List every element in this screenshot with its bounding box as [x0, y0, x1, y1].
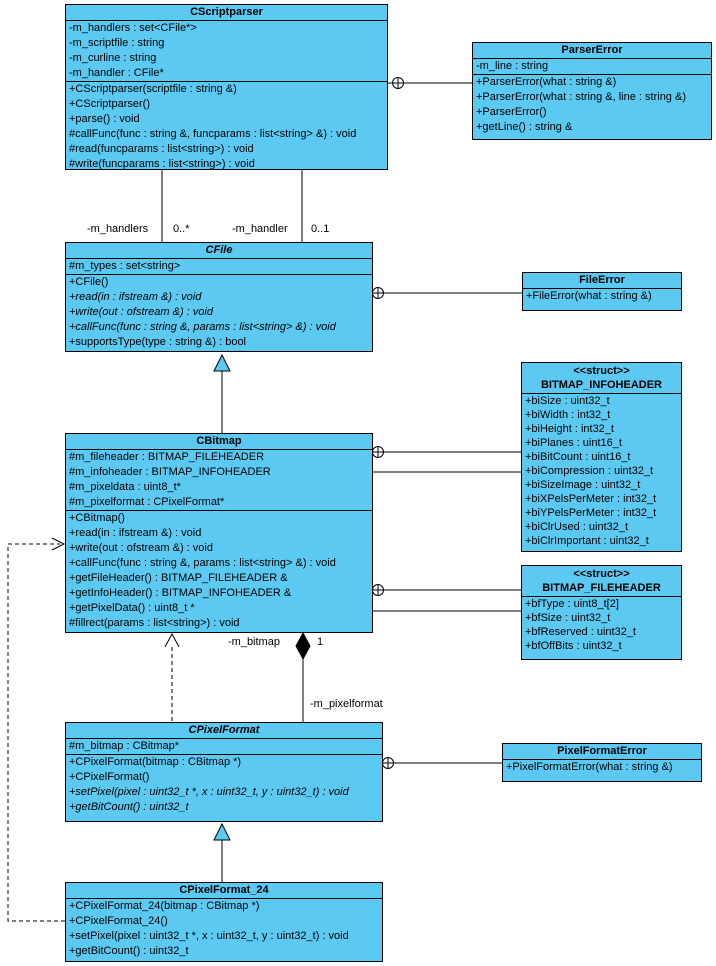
attribute: #m_bitmap : CBitmap* — [69, 740, 180, 752]
attribute: +biSize : uint32_t — [525, 395, 610, 407]
method: +write(out : ofstream &) : void — [69, 306, 213, 318]
method: +parse() : void — [69, 113, 140, 125]
class-cfile[interactable]: CFile #m_types : set<string> +CFile() +r… — [65, 242, 373, 352]
dependency-cpixelformat-cbitmap — [164, 632, 180, 722]
attribute: +biPlanes : uint16_t — [525, 437, 622, 449]
attribute: +biClrImportant : uint32_t — [525, 535, 649, 547]
method: +write(out : ofstream &) : void — [69, 542, 213, 554]
attribute: +bfSize : uint32_t — [525, 612, 611, 624]
class-parsererror[interactable]: ParserError -m_line : string +ParserErro… — [472, 42, 712, 140]
method: +ParserError(what : string &) — [476, 76, 617, 88]
role-label-m-bitmap: -m_bitmap — [228, 636, 280, 648]
role-label-m-handler: -m_handler — [232, 223, 288, 235]
class-title: BITMAP_INFOHEADER — [540, 379, 662, 391]
generalization-cbitmap-cfile — [213, 353, 231, 433]
method: #fillrect(params : list<string>) : void — [69, 617, 240, 629]
containment-cscriptparser-parsererror — [388, 77, 472, 89]
class-title: FileError — [523, 273, 681, 289]
attribute: +biXPelsPerMeter : int32_t — [525, 493, 657, 505]
method: +FileError(what : string &) — [526, 290, 652, 302]
class-title: CPixelFormat — [66, 723, 382, 739]
class-cscriptparser[interactable]: CScriptparser -m_handlers : set<CFile*> … — [65, 4, 388, 170]
method: +CFile() — [69, 276, 109, 288]
attribute: -m_handlers : set<CFile*> — [69, 22, 197, 34]
attribute: +biWidth : int32_t — [525, 409, 611, 421]
method: +setPixel(pixel : uint32_t *, x : uint32… — [69, 930, 349, 942]
method: +CBitmap() — [69, 512, 125, 524]
method: +getFileHeader() : BITMAP_FILEHEADER & — [69, 572, 288, 584]
method: +ParserError(what : string &, line : str… — [476, 91, 686, 103]
method: +PixelFormatError(what : string &) — [506, 761, 673, 773]
attribute: +bfOffBits : uint32_t — [525, 640, 622, 652]
attribute: #m_pixeldata : uint8_t* — [69, 481, 181, 493]
method: +getLine() : string & — [476, 121, 573, 133]
method: +callFunc(func : string &, params : list… — [69, 321, 336, 333]
class-title: PixelFormatError — [503, 744, 701, 760]
method: +setPixel(pixel : uint32_t *, x : uint32… — [69, 786, 349, 798]
class-title: CScriptparser — [66, 5, 387, 21]
class-title: CBitmap — [66, 434, 372, 450]
class-title: BITMAP_FILEHEADER — [542, 582, 661, 594]
composition-cbitmap-cpixelformat — [295, 631, 311, 722]
method: +read(in : ifstream &) : void — [69, 527, 202, 539]
method: +read(in : ifstream &) : void — [69, 291, 202, 303]
attribute: +biClrUsed : uint32_t — [525, 521, 629, 533]
method: +getPixelData() : uint8_t * — [69, 602, 195, 614]
class-title: ParserError — [473, 43, 711, 59]
multiplicity-label: 0..1 — [311, 223, 330, 235]
method: +getBitCount() : uint32_t — [69, 945, 189, 957]
attribute: -m_handler : CFile* — [69, 67, 164, 79]
method: #read(funcparams : list<string>) : void — [69, 143, 254, 155]
attribute: +bfReserved : uint32_t — [525, 626, 636, 638]
stereotype: <<struct>> — [573, 365, 630, 377]
role-label-m-pixelformat: -m_pixelformat — [310, 698, 383, 710]
method: +getInfoHeader() : BITMAP_INFOHEADER & — [69, 587, 292, 599]
method: +CPixelFormat_24(bitmap : CBitmap *) — [69, 900, 260, 912]
method: +ParserError() — [476, 106, 547, 118]
class-cpixelformat-24[interactable]: CPixelFormat_24 +CPixelFormat_24(bitmap … — [65, 882, 383, 962]
attribute: +biBitCount : uint16_t — [525, 451, 631, 463]
method: +CScriptparser() — [69, 98, 150, 110]
containment-cpixelformat-pixelformaterror — [382, 757, 502, 769]
class-cbitmap[interactable]: CBitmap #m_fileheader : BITMAP_FILEHEADE… — [65, 433, 373, 633]
method: +CPixelFormat() — [69, 771, 150, 783]
attribute: #m_infoheader : BITMAP_INFOHEADER — [69, 466, 271, 478]
attribute: +biCompression : uint32_t — [525, 465, 654, 477]
method: +CPixelFormat_24() — [69, 915, 168, 927]
class-cpixelformat[interactable]: CPixelFormat #m_bitmap : CBitmap* +CPixe… — [65, 722, 383, 822]
stereotype: <<struct>> — [573, 568, 630, 580]
multiplicity-label: 1 — [317, 636, 324, 648]
method: +callFunc(func : string &, params : list… — [69, 557, 336, 569]
generalization-cpixelformat24-cpixelformat — [213, 822, 231, 882]
multiplicity-label: 0..* — [173, 223, 190, 235]
attribute: +biSizeImage : uint32_t — [525, 479, 641, 491]
containment-cbitmap-fileheader — [372, 584, 521, 612]
method: +getBitCount() : uint32_t — [69, 801, 189, 813]
attribute: #m_types : set<string> — [69, 260, 181, 272]
attribute: #m_pixelformat : CPixelFormat* — [69, 496, 225, 508]
attribute: +biYPelsPerMeter : int32_t — [525, 507, 657, 519]
method: +CScriptparser(scriptfile : string &) — [69, 83, 237, 95]
role-label-m-handlers: -m_handlers — [87, 223, 149, 235]
method: +supportsType(type : string &) : bool — [69, 336, 247, 348]
class-title: CPixelFormat_24 — [66, 883, 382, 899]
attribute: +biHeight : int32_t — [525, 423, 614, 435]
containment-cbitmap-infoheader — [372, 446, 521, 473]
attribute: -m_line : string — [476, 60, 549, 72]
method: #write(funcparams : list<string>) : void — [69, 158, 255, 170]
class-pixelformaterror[interactable]: PixelFormatError +PixelFormatError(what … — [502, 743, 702, 782]
method: +CPixelFormat(bitmap : CBitmap *) — [69, 756, 242, 768]
class-title: CFile — [66, 243, 372, 259]
dependency-cpixelformat24-cbitmap — [7, 537, 66, 922]
attribute: +bfType : uint8_t[2] — [525, 598, 619, 610]
attribute: -m_scriptfile : string — [69, 37, 165, 49]
attribute: #m_fileheader : BITMAP_FILEHEADER — [69, 451, 265, 463]
attribute: -m_curline : string — [69, 52, 157, 64]
struct-bitmap-fileheader[interactable]: <<struct>> BITMAP_FILEHEADER +bfType : u… — [521, 565, 682, 660]
class-fileerror[interactable]: FileError +FileError(what : string &) — [522, 272, 682, 311]
struct-bitmap-infoheader[interactable]: <<struct>> BITMAP_INFOHEADER +biSize : u… — [521, 362, 682, 552]
method: #callFunc(func : string &, funcparams : … — [69, 128, 357, 140]
containment-cfile-fileerror — [372, 287, 522, 299]
